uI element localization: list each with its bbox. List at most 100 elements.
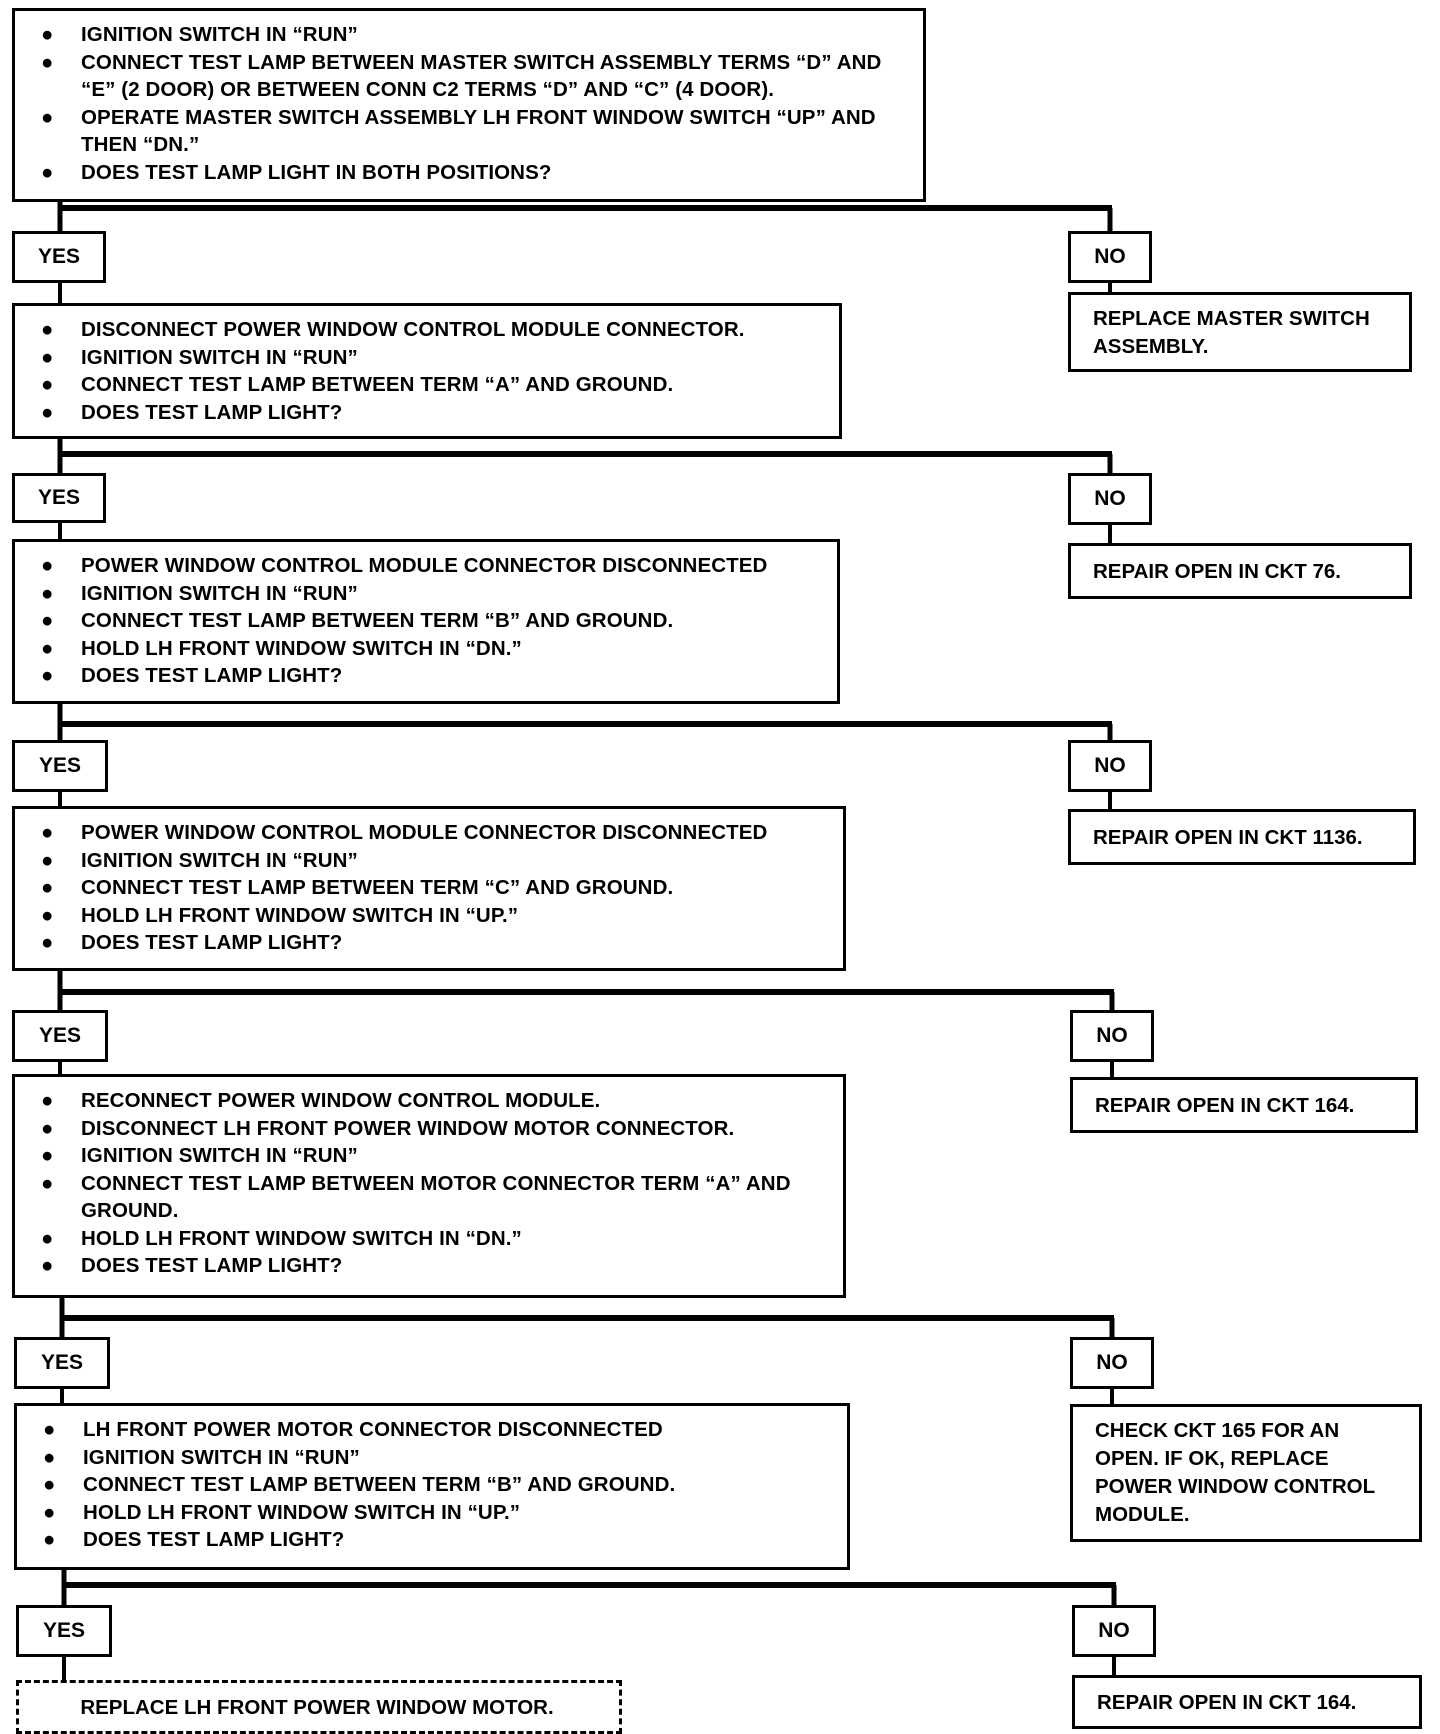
bullet-icon: ● xyxy=(41,821,54,844)
step-box-6: ● LH FRONT POWER MOTOR CONNECTOR DISCONNE… xyxy=(14,1403,850,1570)
step-box-3: ●POWER WINDOW CONTROL MODULE CONNECTOR D… xyxy=(12,539,840,704)
step-item: ●DISCONNECT POWER WINDOW CONTROL MODULE … xyxy=(39,316,827,344)
step-item-text: CONNECT TEST LAMP BETWEEN TERM “B” AND G… xyxy=(83,1473,676,1496)
step-item: ● HOLD LH FRONT WINDOW SWITCH IN “DN.” xyxy=(39,1225,831,1253)
bullet-icon: ● xyxy=(41,1089,54,1112)
bullet-icon: ● xyxy=(41,876,54,899)
step-item: ● IGNITION SWITCH IN “RUN” xyxy=(39,21,911,49)
step-item: ●IGNITION SWITCH IN “RUN” xyxy=(39,580,825,608)
step-item-text: DISCONNECT LH FRONT POWER WINDOW MOTOR C… xyxy=(81,1116,735,1140)
step-item: ● DOES TEST LAMP LIGHT? xyxy=(39,1252,831,1280)
bullet-icon: ● xyxy=(41,50,54,74)
step-item: ●CONNECT TEST LAMP BETWEEN TERM “B” AND … xyxy=(39,607,825,635)
step-box-5: ●RECONNECT POWER WINDOW CONTROL MODULE.●… xyxy=(12,1074,846,1298)
no-label-1: NO xyxy=(1068,231,1152,283)
step-item-text: DOES TEST LAMP LIGHT? xyxy=(81,931,343,954)
step-checklist: ● IGNITION SWITCH IN “RUN” ● CONNECT TEST L… xyxy=(39,21,911,186)
step-item-text: IGNITION SWITCH IN “RUN” xyxy=(81,1144,358,1167)
bullet-icon: ● xyxy=(41,345,54,369)
step-item: ● CONNECT TEST LAMP BETWEEN TERM “A” AND … xyxy=(39,371,827,399)
step-item: ● IGNITION SWITCH IN “RUN” xyxy=(39,1142,831,1170)
no-result-4: REPAIR OPEN IN CKT 164. xyxy=(1070,1077,1418,1133)
step-item: ● DOES TEST LAMP LIGHT? xyxy=(39,399,827,427)
no-label-5: NO xyxy=(1070,1337,1154,1389)
no-result-1: REPLACE MASTER SWITCH ASSEMBLY. xyxy=(1068,292,1412,372)
bullet-icon: ● xyxy=(43,1445,56,1469)
step-item: ● OPERATE MASTER SWITCH ASSEMBLY LH FRONT… xyxy=(39,104,911,159)
bullet-icon: ● xyxy=(41,664,54,687)
no-label-6: NO xyxy=(1072,1605,1156,1657)
step-item-text: HOLD LH FRONT WINDOW SWITCH IN “DN.” xyxy=(81,1226,522,1250)
bullet-icon: ● xyxy=(43,1528,56,1551)
step-item: ● IGNITION SWITCH IN “RUN” xyxy=(41,1444,835,1472)
final-yes-result: REPLACE LH FRONT POWER WINDOW MOTOR. xyxy=(16,1680,622,1734)
bullet-icon: ● xyxy=(41,1171,54,1195)
step-item-text: DOES TEST LAMP LIGHT? xyxy=(81,1254,343,1277)
step-item-text: RECONNECT POWER WINDOW CONTROL MODULE. xyxy=(81,1089,601,1112)
yes-label-2: YES xyxy=(12,473,106,523)
step-checklist: ●POWER WINDOW CONTROL MODULE CONNECTOR D… xyxy=(39,552,825,690)
step-box-1: ● IGNITION SWITCH IN “RUN” ● CONNECT TEST L… xyxy=(12,8,926,202)
step-checklist: ● LH FRONT POWER MOTOR CONNECTOR DISCONNE… xyxy=(41,1416,835,1554)
no-result-3: REPAIR OPEN IN CKT 1136. xyxy=(1068,809,1416,865)
bullet-icon: ● xyxy=(43,1473,56,1496)
bullet-icon: ● xyxy=(41,931,54,954)
step-box-4: ● POWER WINDOW CONTROL MODULE CONNECTOR D… xyxy=(12,806,846,971)
bullet-icon: ● xyxy=(41,373,54,396)
step-item-text: LH FRONT POWER MOTOR CONNECTOR DISCONNEC… xyxy=(83,1418,663,1441)
step-item: ●DOES TEST LAMP LIGHT? xyxy=(41,1526,835,1554)
bullet-icon: ● xyxy=(41,1254,54,1277)
step-item: ●HOLD LH FRONT WINDOW SWITCH IN “UP.” xyxy=(41,1499,835,1527)
step-item-text: CONNECT TEST LAMP BETWEEN MASTER SWITCH … xyxy=(81,50,882,102)
step-item: ●POWER WINDOW CONTROL MODULE CONNECTOR D… xyxy=(39,552,825,580)
step-item: ● DOES TEST LAMP LIGHT? xyxy=(39,662,825,690)
no-result-6: REPAIR OPEN IN CKT 164. xyxy=(1072,1675,1422,1729)
bullet-icon: ● xyxy=(41,636,54,660)
bullet-icon: ● xyxy=(43,1418,56,1441)
step-item-text: IGNITION SWITCH IN “RUN” xyxy=(81,848,358,872)
step-item-text: CONNECT TEST LAMP BETWEEN TERM “B” AND G… xyxy=(81,609,674,632)
step-item: ● CONNECT TEST LAMP BETWEEN MOTOR CONNECT… xyxy=(39,1170,831,1225)
step-item-text: IGNITION SWITCH IN “RUN” xyxy=(83,1445,360,1469)
step-item-text: CONNECT TEST LAMP BETWEEN TERM “C” AND G… xyxy=(81,876,674,899)
step-item-text: HOLD LH FRONT WINDOW SWITCH IN “UP.” xyxy=(81,903,519,927)
step-item: ● IGNITION SWITCH IN “RUN” xyxy=(39,344,827,372)
no-label-4: NO xyxy=(1070,1010,1154,1062)
bullet-icon: ● xyxy=(41,105,54,129)
step-item-text: DOES TEST LAMP LIGHT? xyxy=(81,400,343,424)
step-box-2: ● DISCONNECT POWER WINDOW CONTROL MODULE … xyxy=(12,303,842,439)
bullet-icon: ● xyxy=(41,554,54,577)
bullet-icon: ● xyxy=(41,581,54,605)
bullet-icon: ● xyxy=(41,1226,54,1250)
step-item-text: DOES TEST LAMP LIGHT IN BOTH POSITIONS? xyxy=(81,160,552,184)
step-checklist: ● POWER WINDOW CONTROL MODULE CONNECTOR D… xyxy=(39,819,831,957)
bullet-icon: ● xyxy=(41,848,54,872)
yes-label-4: YES xyxy=(12,1010,108,1062)
step-item-text: POWER WINDOW CONTROL MODULE CONNECTOR DI… xyxy=(81,821,768,844)
bullet-icon: ● xyxy=(41,1144,54,1167)
step-item-text: HOLD LH FRONT WINDOW SWITCH IN “DN.” xyxy=(81,636,522,660)
yes-label-1: YES xyxy=(12,231,106,283)
step-item: ● CONNECT TEST LAMP BETWEEN TERM “B” AND … xyxy=(41,1471,835,1499)
yes-label-6: YES xyxy=(16,1605,112,1657)
step-item: ●DISCONNECT LH FRONT POWER WINDOW MOTOR … xyxy=(39,1115,831,1143)
no-label-2: NO xyxy=(1068,473,1152,525)
step-item: ●DOES TEST LAMP LIGHT IN BOTH POSITIONS? xyxy=(39,159,911,187)
bullet-icon: ● xyxy=(41,400,54,424)
step-item-text: IGNITION SWITCH IN “RUN” xyxy=(81,23,358,46)
step-checklist: ●RECONNECT POWER WINDOW CONTROL MODULE.●… xyxy=(39,1087,831,1280)
step-item-text: OPERATE MASTER SWITCH ASSEMBLY LH FRONT … xyxy=(81,105,876,157)
bullet-icon: ● xyxy=(41,23,54,46)
step-item-text: CONNECT TEST LAMP BETWEEN TERM “A” AND G… xyxy=(81,373,674,396)
step-item: ● HOLD LH FRONT WINDOW SWITCH IN “DN.” xyxy=(39,635,825,663)
yes-label-5: YES xyxy=(14,1337,110,1389)
step-item: ● RECONNECT POWER WINDOW CONTROL MODULE. xyxy=(39,1087,831,1115)
step-item-text: DISCONNECT POWER WINDOW CONTROL MODULE C… xyxy=(81,318,745,341)
step-item: ● DOES TEST LAMP LIGHT? xyxy=(39,929,831,957)
step-item: ● POWER WINDOW CONTROL MODULE CONNECTOR D… xyxy=(39,819,831,847)
step-item-text: CONNECT TEST LAMP BETWEEN MOTOR CONNECTO… xyxy=(81,1171,791,1223)
step-checklist: ● DISCONNECT POWER WINDOW CONTROL MODULE … xyxy=(39,316,827,426)
step-item-text: IGNITION SWITCH IN “RUN” xyxy=(81,345,358,369)
step-item-text: DOES TEST LAMP LIGHT? xyxy=(81,664,343,687)
